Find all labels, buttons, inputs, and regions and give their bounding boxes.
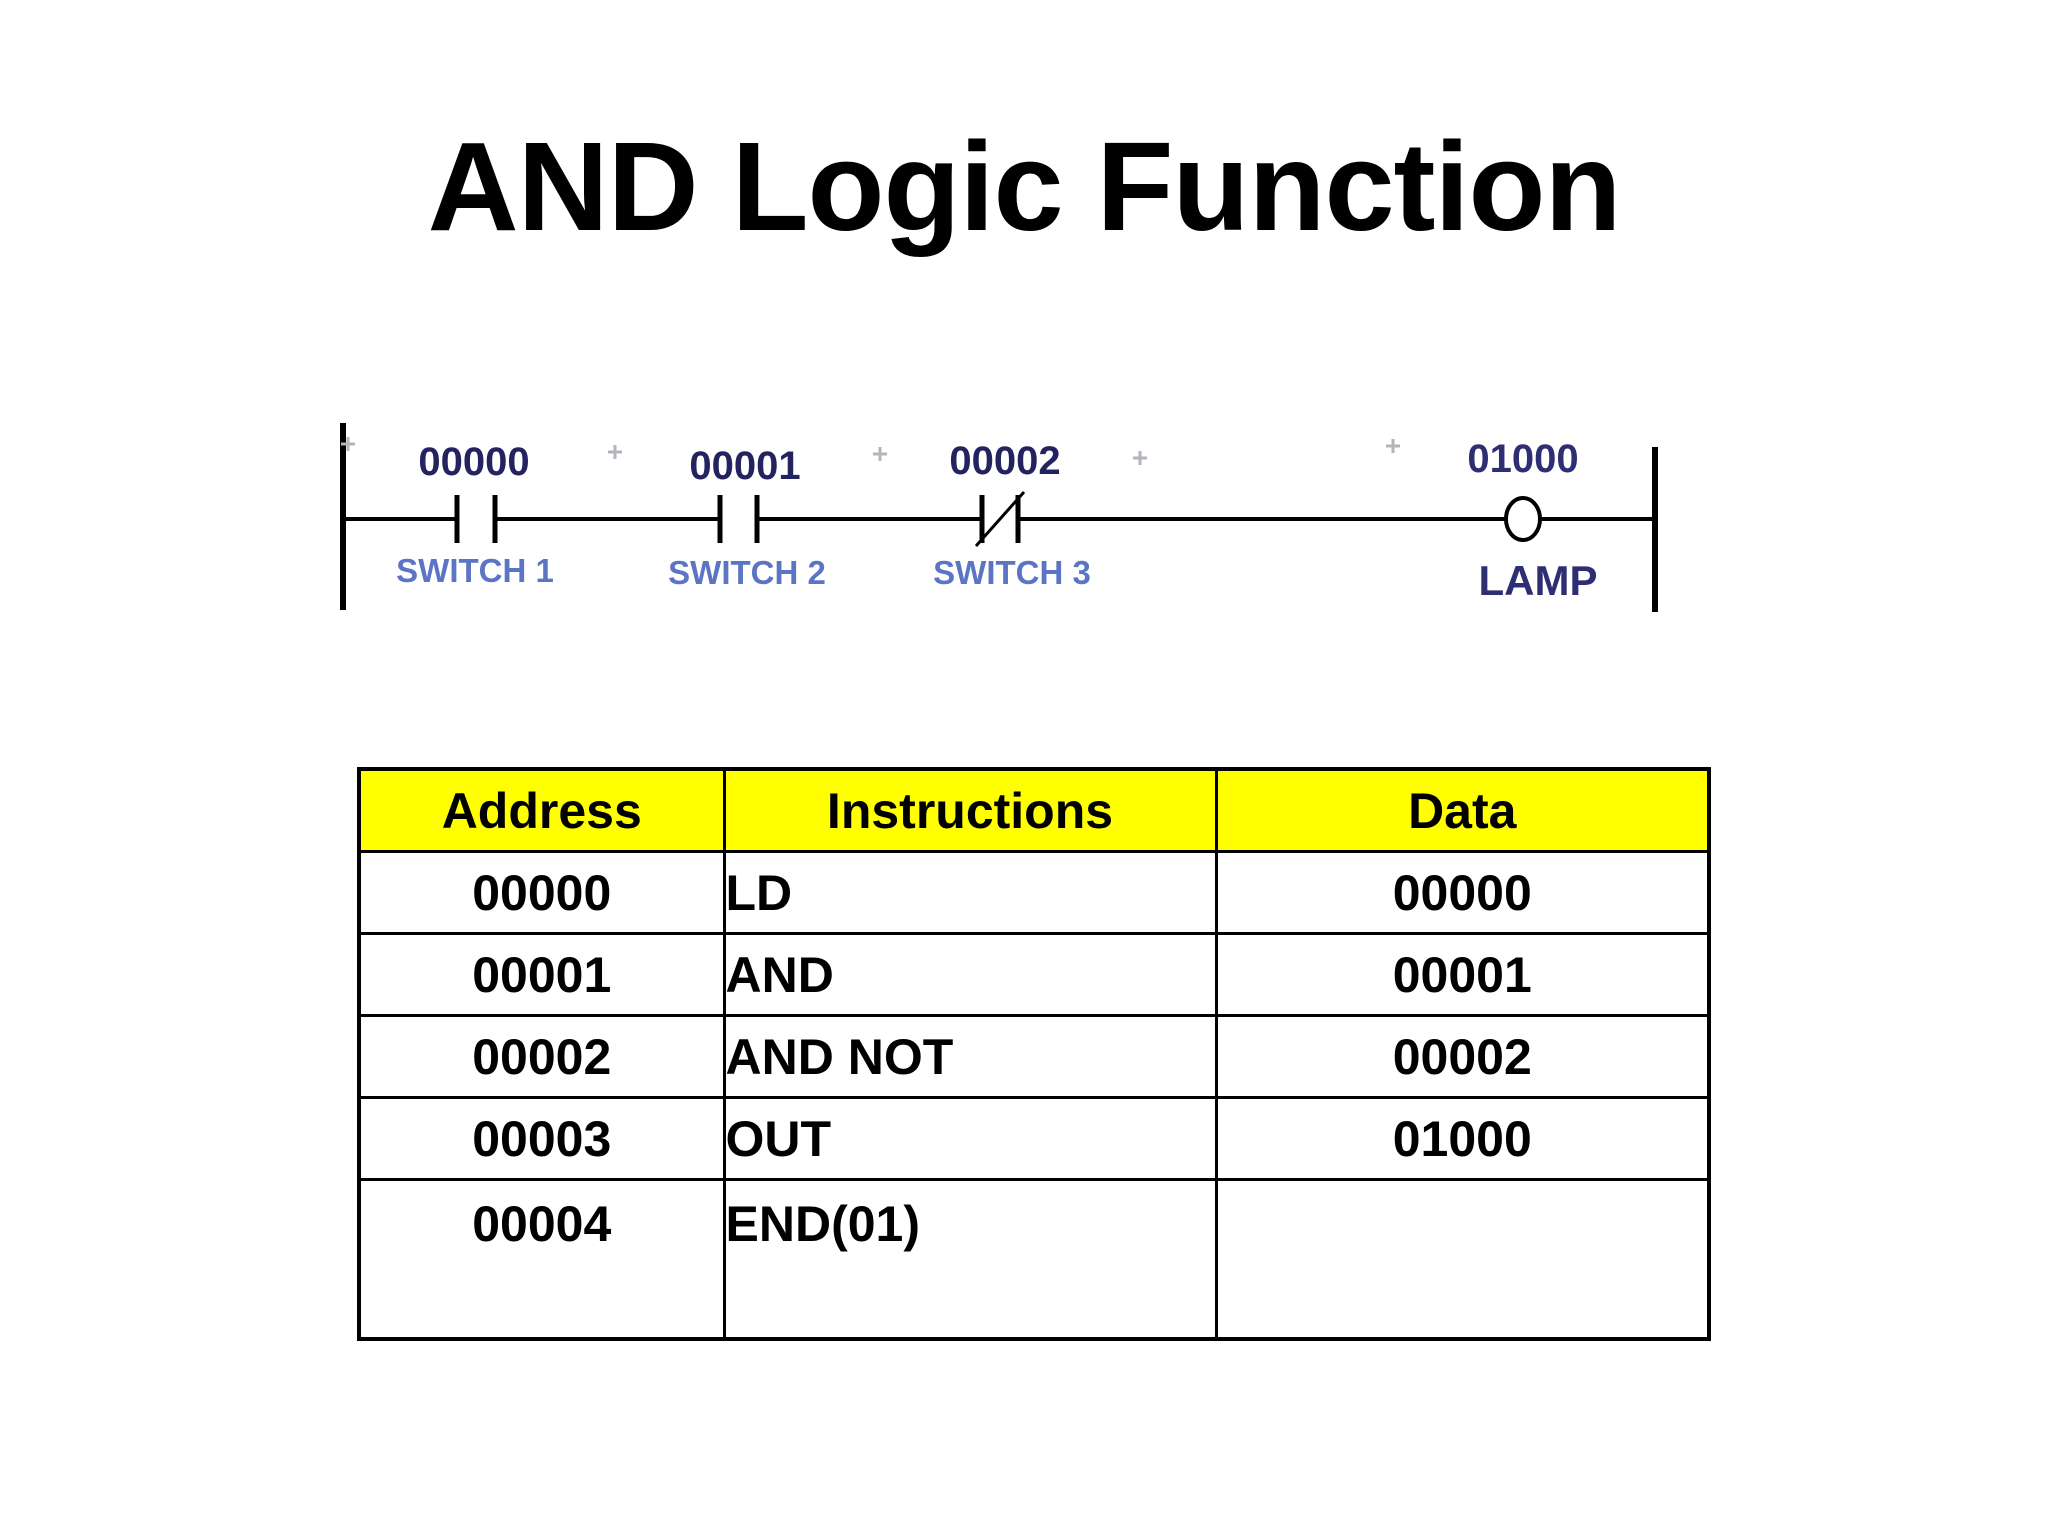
row3-data: 00002 [1214,1014,1711,1099]
table-row: 00004 END(01) [357,1178,1711,1341]
contact2-address-label: 00001 [689,444,801,488]
table-header-row: Address Instructions Data [357,767,1711,853]
contact3-address-label: 00002 [949,439,1061,483]
row1-address: 00000 [357,850,726,935]
row2-data: 00001 [1214,932,1711,1017]
row1-instruction: LD [722,850,1218,935]
coil-lamp-icon [1504,496,1542,542]
row5-address: 00004 [357,1178,726,1341]
contact3-name-label: SWITCH 3 [933,554,1091,591]
left-power-rail [340,423,346,610]
table-row: 00001 AND 00001 [357,932,1711,1017]
contact2-name-label: SWITCH 2 [668,554,826,591]
row1-data: 00000 [1214,850,1711,935]
coil-name-label: LAMP [1478,557,1598,604]
row5-data [1214,1178,1711,1341]
row2-instruction: AND [722,932,1218,1017]
row3-instruction: AND NOT [722,1014,1218,1099]
page-title: AND Logic Function [427,116,1622,257]
row4-address: 00003 [357,1096,726,1181]
grid-marker-icons [341,437,1400,465]
instruction-table: Address Instructions Data 00000 LD 00000… [357,767,1711,1341]
header-instructions: Instructions [722,767,1218,853]
contact-switch1-icon [454,495,498,543]
row4-data: 01000 [1214,1096,1711,1181]
contact1-address-label: 00000 [418,440,530,484]
header-address: Address [357,767,726,853]
table-row: 00002 AND NOT 00002 [357,1014,1711,1099]
row2-address: 00001 [357,932,726,1017]
row5-instruction: END(01) [722,1178,1218,1341]
row3-address: 00002 [357,1014,726,1099]
contact-switch3-icon [974,491,1026,547]
contact1-name-label: SWITCH 1 [396,552,554,589]
table-row: 00003 OUT 01000 [357,1096,1711,1181]
header-data: Data [1214,767,1711,853]
coil-address-label: 01000 [1467,437,1579,481]
ladder-svg [340,423,1658,612]
row4-instruction: OUT [722,1096,1218,1181]
contact-switch2-icon [717,495,760,543]
right-power-rail [1652,447,1658,612]
ladder-diagram: 00000 SWITCH 1 00001 SWITCH 2 00002 SWIT… [0,0,2048,700]
table-row: 00000 LD 00000 [357,850,1711,935]
